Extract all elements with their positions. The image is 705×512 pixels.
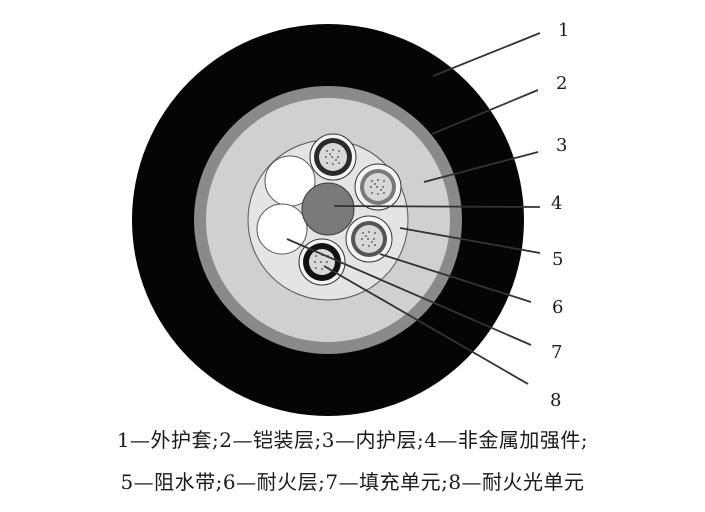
callout-label-3: 3 [556, 135, 567, 156]
fire-resistant-optical-unit [354, 163, 402, 211]
fire-resistant-optical-unit [345, 215, 393, 263]
leader-line-4 [333, 205, 541, 208]
filler-unit [256, 203, 308, 255]
leader-line-5 [399, 227, 541, 254]
leader-line-8 [323, 265, 529, 385]
callout-label-2: 2 [556, 73, 567, 94]
leader-line-7 [286, 238, 532, 346]
fire-resistant-optical-unit [309, 133, 357, 181]
callout-label-7: 7 [551, 342, 562, 363]
fire-resistant-optical-unit [298, 238, 346, 286]
strength-member [301, 182, 355, 236]
callout-label-1: 1 [558, 20, 569, 41]
caption-line-2: 5—阻水带;6—耐火层;7—填充单元;8—耐火光单元 [120, 470, 585, 494]
callout-label-4: 4 [551, 193, 562, 214]
leader-line-3 [423, 151, 539, 183]
leader-line-2 [431, 89, 539, 135]
callout-label-6: 6 [552, 297, 563, 318]
leader-line-6 [379, 253, 532, 303]
callout-label-8: 8 [550, 390, 561, 411]
leader-line-1 [432, 32, 541, 77]
cable-diagram: 1 2 3 4 5 6 7 8 [132, 20, 569, 416]
callout-label-5: 5 [552, 249, 563, 270]
caption-line-1: 1—外护套;2—铠装层;3—内护层;4—非金属加强件; [116, 428, 589, 452]
